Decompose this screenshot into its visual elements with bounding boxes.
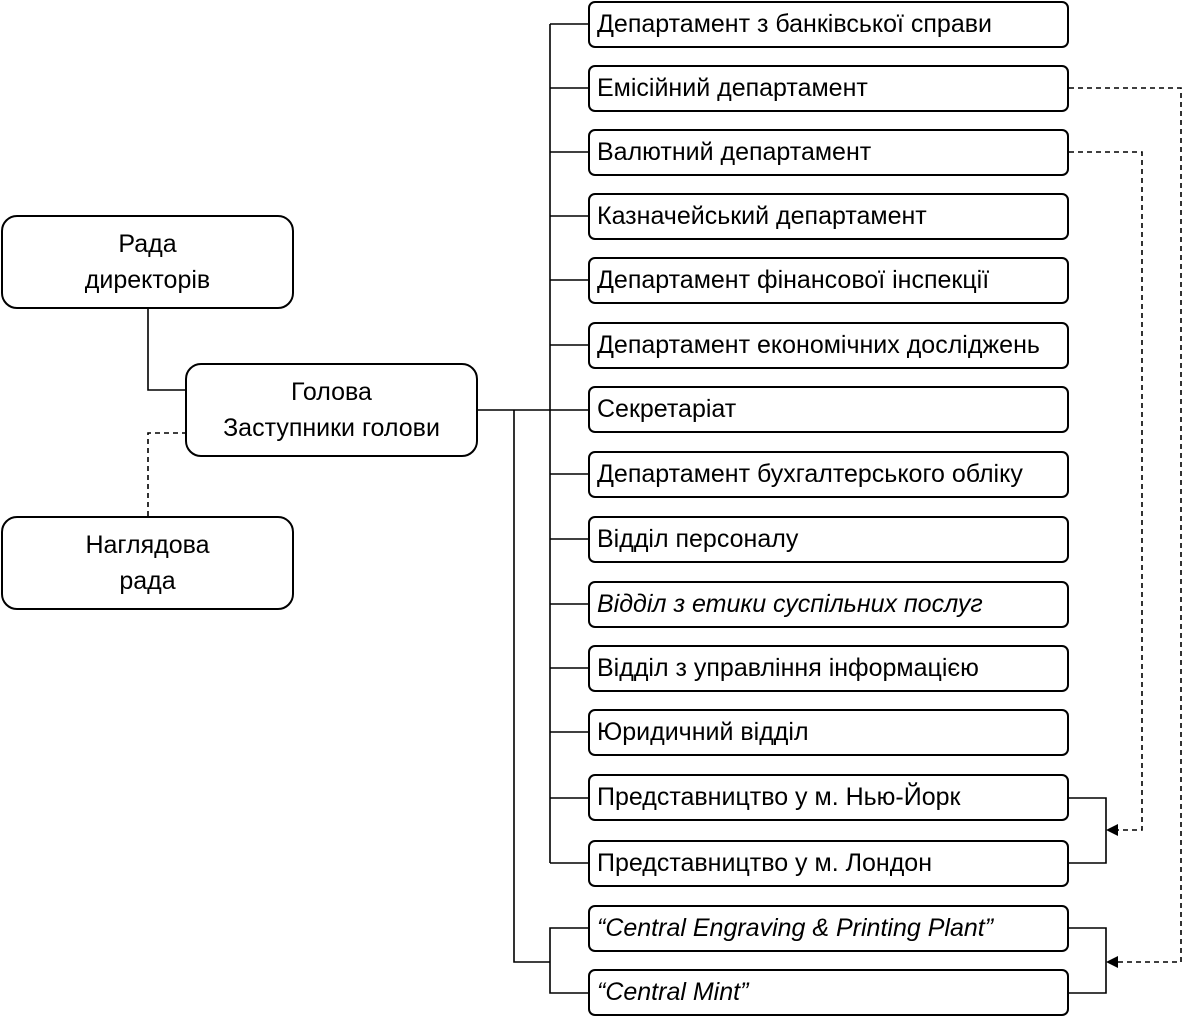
department-label: Представництво у м. Нью-Йорк	[597, 783, 961, 811]
department-label: Відділ з етики суспільних послуг	[597, 590, 983, 618]
governor-to-plants-line	[513, 410, 550, 963]
governor-line1: Голова	[291, 378, 372, 406]
department-label: “Central Mint”	[597, 978, 749, 1006]
plants-bracket-right	[1069, 927, 1107, 994]
department-label: Представництво у м. Лондон	[597, 849, 932, 877]
department-box: Відділ з етики суспільних послуг	[588, 581, 1069, 628]
department-box: Юридичний відділ	[588, 709, 1069, 756]
department-label: Секретаріат	[597, 395, 737, 423]
currency-to-representations-line	[1069, 151, 1143, 836]
supervisory-board-line1: Наглядова	[85, 531, 210, 559]
board-of-directors-line2: директорів	[84, 266, 211, 294]
governor-line2: Заступники голови	[223, 414, 440, 442]
governor-box: Голова Заступники голови	[185, 363, 478, 457]
department-box: “Central Mint”	[588, 969, 1069, 1016]
department-box: “Central Engraving & Printing Plant”	[588, 905, 1069, 952]
department-box: Департамент бухгалтерського обліку	[588, 451, 1069, 498]
representations-bracket	[1069, 797, 1107, 864]
department-box: Секретаріат	[588, 386, 1069, 433]
plants-bracket-left	[549, 927, 588, 994]
department-box: Департамент фінансової інспекції	[588, 257, 1069, 304]
department-label: Юридичний відділ	[597, 718, 809, 746]
department-label: Відділ з управління інформацією	[597, 654, 979, 682]
board-to-governor-line	[147, 309, 185, 391]
department-box: Відділ з управління інформацією	[588, 645, 1069, 692]
department-box: Представництво у м. Лондон	[588, 840, 1069, 887]
department-label: Відділ персоналу	[597, 525, 799, 553]
department-label: Департамент економічних досліджень	[597, 331, 1040, 359]
department-box: Департамент з банківської справи	[588, 1, 1069, 48]
board-of-directors-line1: Рада	[118, 230, 177, 258]
department-label: Департамент фінансової інспекції	[597, 266, 990, 294]
department-label: Департамент з банківської справи	[597, 10, 992, 38]
department-box: Представництво у м. Нью-Йорк	[588, 774, 1069, 821]
department-box: Відділ персоналу	[588, 516, 1069, 563]
department-box: Казначейський департамент	[588, 193, 1069, 240]
department-label: Емісійний департамент	[597, 74, 868, 102]
department-box: Департамент економічних досліджень	[588, 322, 1069, 369]
supervisory-to-governor-line	[147, 432, 185, 516]
department-label: Департамент бухгалтерського обліку	[597, 460, 1023, 488]
department-label: Валютний департамент	[597, 138, 872, 166]
emission-to-plants-line	[1069, 87, 1182, 968]
department-label: Казначейський департамент	[597, 202, 927, 230]
board-of-directors-box: Рада директорів	[1, 215, 294, 309]
department-box: Емісійний департамент	[588, 65, 1069, 112]
supervisory-board-box: Наглядова рада	[1, 516, 294, 610]
department-box: Валютний департамент	[588, 129, 1069, 176]
department-label: “Central Engraving & Printing Plant”	[597, 914, 994, 942]
supervisory-board-line2: рада	[119, 567, 176, 595]
